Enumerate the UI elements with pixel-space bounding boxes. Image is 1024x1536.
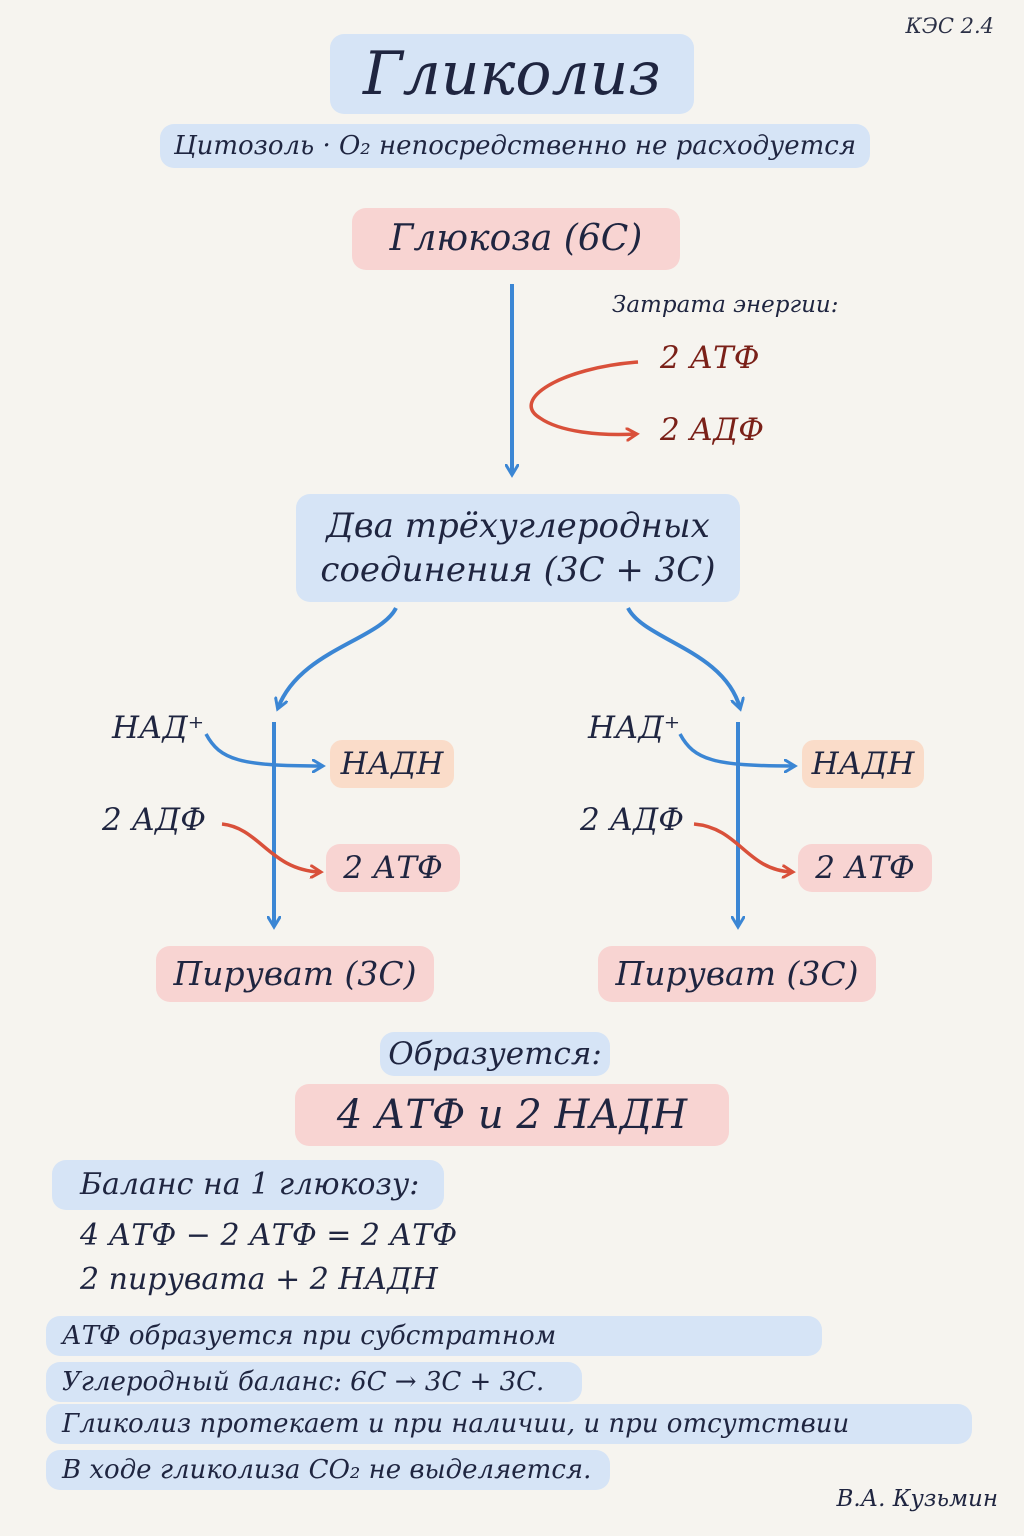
left-pyruvate-box: Пируват (3С) xyxy=(156,946,434,1002)
energy-adp-out: 2 АДФ xyxy=(660,412,764,448)
right-atp-box: 2 АТФ xyxy=(798,844,932,892)
intermediate-line1: Два трёхуглеродных xyxy=(326,506,710,546)
intermediate-box: Два трёхуглеродных соединения (3С + 3С) xyxy=(296,494,740,602)
left-nadh-arrow xyxy=(204,733,322,766)
left-adp-label: 2 АДФ xyxy=(102,802,206,838)
note-1: АТФ образуется при субстратном фосфорили… xyxy=(46,1316,822,1391)
right-atp-arrow xyxy=(693,822,792,872)
author-signature: В.А. Кузьмин xyxy=(836,1486,999,1512)
balance-line1: 4 АТФ − 2 АТФ = 2 АТФ xyxy=(80,1218,458,1253)
left-atp-arrow xyxy=(221,822,320,872)
intermediate-line2: соединения (3С + 3С) xyxy=(320,550,716,590)
left-nadh-box: НАДН xyxy=(330,740,454,788)
balance-title: Баланс на 1 глюкозу: xyxy=(52,1160,444,1210)
right-nadh-arrow xyxy=(678,733,794,766)
formed-label: Образуется: xyxy=(380,1032,610,1076)
right-nad-label: НАД⁺ xyxy=(588,710,681,746)
balance-line2: 2 пирувата + 2 НАДН xyxy=(80,1262,438,1297)
left-atp-box: 2 АТФ xyxy=(326,844,460,892)
energy-atp-in: 2 АТФ xyxy=(660,340,760,376)
formed-value: 4 АТФ и 2 НАДН xyxy=(295,1084,729,1146)
split-left-arrow xyxy=(278,606,398,708)
note-3: Гликолиз протекает и при наличии, и при … xyxy=(46,1404,972,1479)
note-4: В ходе гликолиза CO₂ не выделяется. xyxy=(46,1450,610,1490)
energy-cost-label: Затрата энергии: xyxy=(612,292,839,318)
glucose-box: Глюкоза (6С) xyxy=(352,208,680,270)
left-nad-label: НАД⁺ xyxy=(112,710,205,746)
right-pyruvate-box: Пируват (3С) xyxy=(598,946,876,1002)
page-title: Гликолиз xyxy=(330,34,694,114)
right-nadh-box: НАДН xyxy=(802,740,924,788)
energy-cost-arrow xyxy=(529,360,638,434)
kes-code: КЭС 2.4 xyxy=(905,14,994,38)
note-2: Углеродный баланс: 6С → 3С + 3С. xyxy=(46,1362,582,1402)
right-adp-label: 2 АДФ xyxy=(580,802,684,838)
page-subtitle: Цитозоль · O₂ непосредственно не расходу… xyxy=(160,124,870,168)
split-right-arrow xyxy=(626,606,740,708)
